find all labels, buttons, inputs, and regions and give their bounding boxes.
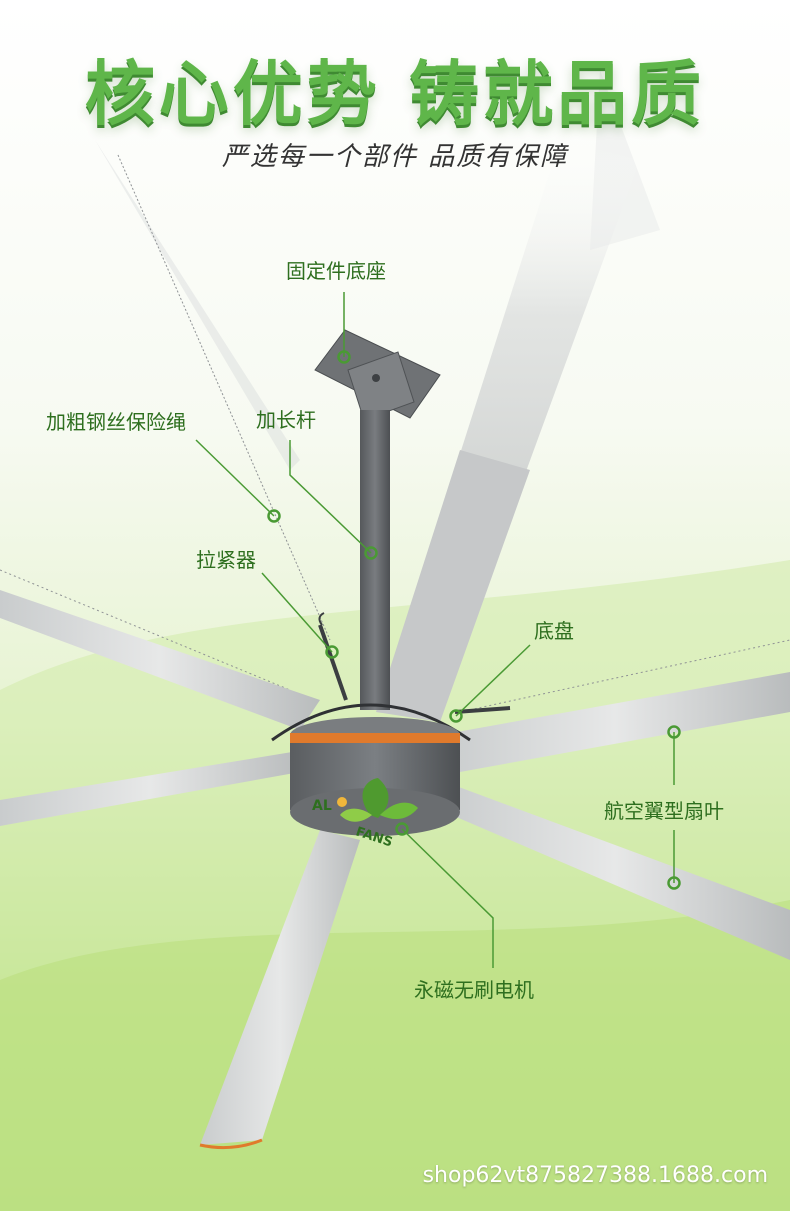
- marker-tensioner: [325, 645, 339, 659]
- marker-blade-upper: [667, 725, 681, 739]
- fan-blade-left-lower: [0, 752, 300, 826]
- background-wave-2: [0, 900, 790, 1211]
- fan-blade-right: [440, 672, 790, 772]
- chassis-ring: [271, 703, 471, 742]
- label-tensioner: 拉紧器: [196, 548, 256, 572]
- label-chassis: 底盘: [534, 619, 574, 643]
- logo-leaf-icon-3: [340, 808, 372, 822]
- guy-wire-right: [459, 639, 790, 713]
- callout-markers: [267, 350, 681, 890]
- tensioner-rod: [318, 624, 348, 701]
- label-blade: 航空翼型扇叶: [604, 799, 724, 823]
- mount-bolt: [372, 374, 380, 382]
- fan-blade-left: [0, 590, 320, 730]
- label-motor: 永磁无刷电机: [414, 978, 534, 1002]
- headline: 核心优势 铸就品质: [84, 53, 706, 135]
- fan-blade-top-base: [376, 450, 530, 722]
- fan-blade-right-lower: [440, 780, 790, 960]
- logo-leaf-icon: [362, 778, 389, 818]
- watermark: shop62vt875827388.1688.com: [422, 1163, 768, 1188]
- logo-sun-icon: [337, 797, 347, 807]
- marker-motor: [395, 822, 409, 836]
- leader-line-chassis: [455, 644, 531, 717]
- motor-orange-band: [290, 733, 460, 743]
- marker-extension-rod: [364, 546, 378, 560]
- subheadline: 严选每一个部件 品质有保障: [221, 142, 569, 172]
- leader-line-safety-cable: [195, 439, 275, 517]
- label-mount-base: 固定件底座: [286, 259, 386, 283]
- label-extension-rod: 加长杆: [256, 408, 316, 432]
- fan-blade-bottom-tip: [199, 1138, 263, 1150]
- light-beam: [95, 140, 300, 470]
- guy-wire-left: [0, 569, 291, 691]
- logo-leaf-icon-2: [380, 802, 418, 820]
- label-safety-cable: 加粗钢丝保险绳: [46, 410, 186, 434]
- leader-line-extension-rod: [289, 440, 372, 554]
- brand-logo-left: AL: [312, 798, 332, 814]
- tensioner-hook: [318, 612, 325, 626]
- marker-mount-base: [337, 350, 351, 364]
- marker-blade-lower: [667, 876, 681, 890]
- tensioner-rod-right: [454, 706, 511, 714]
- mount-bracket: [347, 351, 415, 421]
- marker-safety-cable: [267, 509, 281, 523]
- fan-blade-bottom: [200, 830, 360, 1145]
- extension-rod: [360, 410, 390, 710]
- leader-line-motor: [401, 828, 494, 968]
- leader-lines: [195, 292, 675, 968]
- leader-line-tensioner: [261, 572, 333, 653]
- safety-cable-line: [117, 154, 331, 641]
- marker-chassis: [449, 709, 463, 723]
